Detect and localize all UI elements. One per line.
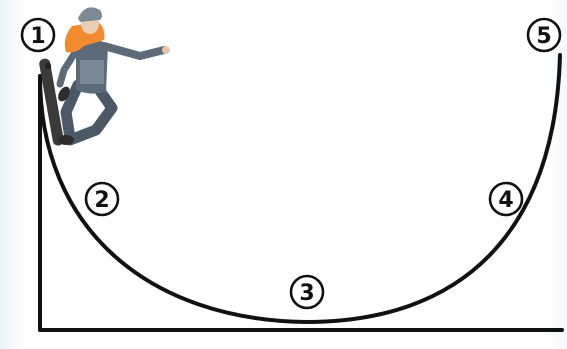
svg-text:3: 3 xyxy=(299,281,314,306)
svg-text:5: 5 xyxy=(536,24,551,49)
svg-text:4: 4 xyxy=(498,188,513,213)
marker-1: 1 xyxy=(22,19,54,51)
skateboarder-icon xyxy=(38,7,170,146)
svg-text:2: 2 xyxy=(94,188,109,213)
marker-4: 4 xyxy=(490,183,522,215)
marker-2: 2 xyxy=(86,183,118,215)
marker-3: 3 xyxy=(291,276,323,308)
svg-text:1: 1 xyxy=(30,24,45,49)
marker-5: 5 xyxy=(528,19,560,51)
